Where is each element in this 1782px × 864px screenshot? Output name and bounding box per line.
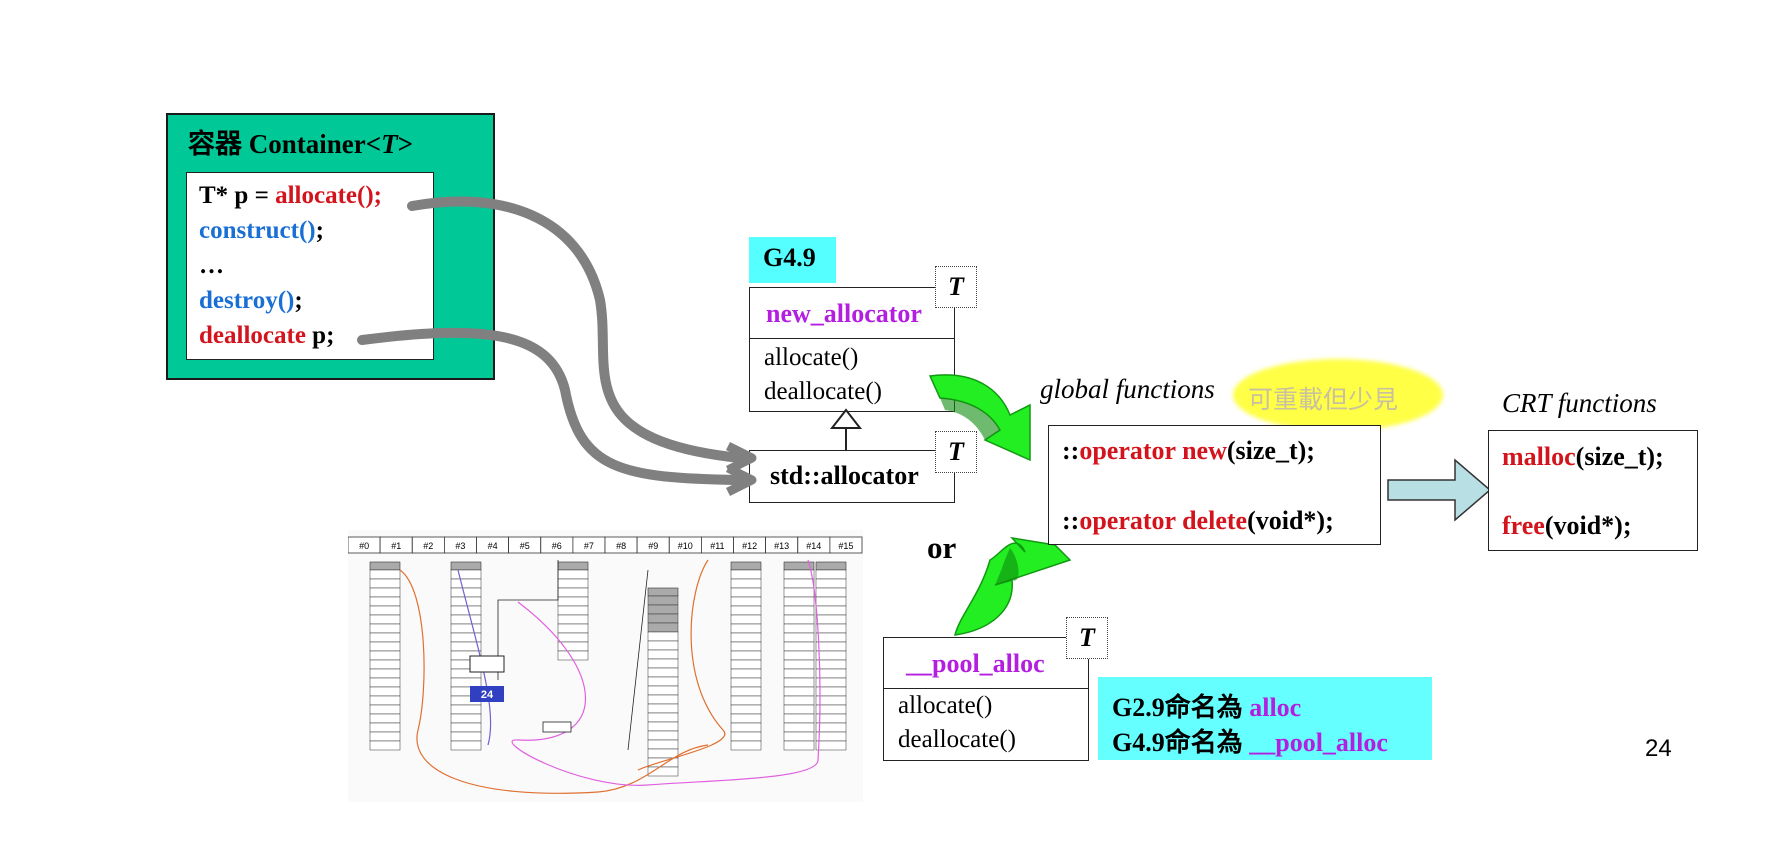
allocate-arrow bbox=[407, 196, 745, 463]
free-list-column bbox=[450, 561, 482, 751]
naming-g49: G4.9命名為 __pool_alloc bbox=[1112, 728, 1388, 757]
or-label: or bbox=[927, 530, 957, 565]
link-curve-pink bbox=[511, 559, 821, 786]
slot-label: #11 bbox=[710, 541, 724, 551]
crt-block-arrow bbox=[1387, 458, 1492, 522]
naming-note-box bbox=[1098, 677, 1432, 760]
operator-delete-line: ::operator delete(void*); bbox=[1062, 506, 1334, 535]
slot-label: #1 bbox=[391, 541, 401, 551]
new-allocator-deallocate: deallocate() bbox=[764, 378, 882, 405]
slot-row: #0 #1 #2 #3 #4 #5 #6 #7 #8 #9 #10 #11 #12 #13 #14 #15 bbox=[348, 536, 863, 554]
slot-label: #0 bbox=[359, 541, 369, 551]
malloc-line: malloc(size_t); bbox=[1502, 442, 1664, 471]
crt-functions-label: CRT functions bbox=[1502, 388, 1657, 418]
operator-box bbox=[1048, 425, 1381, 545]
pool-alloc-allocate: allocate() bbox=[898, 692, 993, 719]
code-line-deallocate: deallocate p; bbox=[199, 322, 335, 349]
free-list-columns bbox=[369, 561, 847, 777]
std-allocator-name: std::allocator bbox=[770, 461, 919, 490]
deallocate-arrow bbox=[357, 327, 745, 485]
pool-alloc-deallocate: deallocate() bbox=[898, 726, 1016, 753]
code-line-ellipsis: … bbox=[199, 252, 224, 279]
link-curve-purple bbox=[457, 569, 492, 746]
slot-label: #13 bbox=[774, 541, 789, 551]
green-arrow-lower bbox=[954, 536, 1072, 636]
code-line-construct: construct(); bbox=[199, 217, 324, 244]
new-allocator-allocate: allocate() bbox=[764, 344, 859, 371]
slot-label: #14 bbox=[806, 541, 821, 551]
link-curve-orange bbox=[399, 569, 709, 794]
operator-new-line: ::operator new(size_t); bbox=[1062, 436, 1315, 465]
pool-alloc-class bbox=[883, 637, 1089, 761]
slot-label: #5 bbox=[520, 541, 530, 551]
slot-label: #6 bbox=[552, 541, 562, 551]
link-curve-orange-2 bbox=[637, 559, 726, 771]
pool-free-list-diagram: #0 #1 #2 #3 #4 #5 #6 #7 #8 #9 #10 #11 #12 #13 #14 #15 2… bbox=[348, 530, 863, 802]
free-list-column bbox=[647, 587, 679, 777]
highlight-mark bbox=[1233, 359, 1443, 431]
free-list-column bbox=[369, 561, 401, 751]
container-title: 容器 Container<T> bbox=[188, 129, 414, 159]
chunk-header bbox=[469, 655, 505, 673]
std-allocator-template-param: T bbox=[935, 431, 977, 473]
slot-label: #15 bbox=[838, 541, 853, 551]
slot-label: #4 bbox=[488, 541, 498, 551]
code-line-destroy: destroy(); bbox=[199, 287, 303, 314]
slot-cell bbox=[829, 536, 863, 554]
free-list-column bbox=[730, 561, 762, 751]
free-line: free(void*); bbox=[1502, 511, 1632, 540]
naming-g29: G2.9命名為 alloc bbox=[1112, 693, 1302, 722]
chunk-24-label: 24 bbox=[481, 689, 494, 701]
inheritance-triangle bbox=[829, 408, 863, 429]
slot-label: #8 bbox=[616, 541, 626, 551]
deallocate-arrowhead bbox=[725, 463, 757, 497]
free-list-column bbox=[557, 561, 589, 661]
free-list-column bbox=[815, 561, 847, 751]
code-box bbox=[186, 172, 434, 360]
slot-label: #7 bbox=[584, 541, 594, 551]
slot-label: #9 bbox=[648, 541, 658, 551]
slot-label: #2 bbox=[423, 541, 433, 551]
overload-note: 可重載但少見 bbox=[1248, 385, 1399, 414]
pool-alloc-name: __pool_alloc bbox=[906, 649, 1045, 678]
new-allocator-template-param: T bbox=[935, 266, 977, 308]
slot-label: #12 bbox=[742, 541, 757, 551]
slot-label: #10 bbox=[678, 541, 693, 551]
free-list-column bbox=[783, 561, 815, 751]
chunk-24 bbox=[470, 686, 504, 702]
pool-alloc-template-param: T bbox=[1066, 617, 1108, 659]
global-functions-label: global functions bbox=[1040, 374, 1215, 404]
slot-label: #3 bbox=[455, 541, 465, 551]
new-allocator-name: new_allocator bbox=[766, 299, 922, 328]
allocate-arrowhead bbox=[725, 441, 757, 475]
crt-box bbox=[1488, 430, 1698, 551]
page-number: 24 bbox=[1645, 735, 1672, 762]
g49-badge: G4.9 bbox=[749, 237, 836, 283]
code-line-allocate: T* p = allocate(); bbox=[199, 182, 382, 209]
new-allocator-class bbox=[749, 287, 955, 412]
